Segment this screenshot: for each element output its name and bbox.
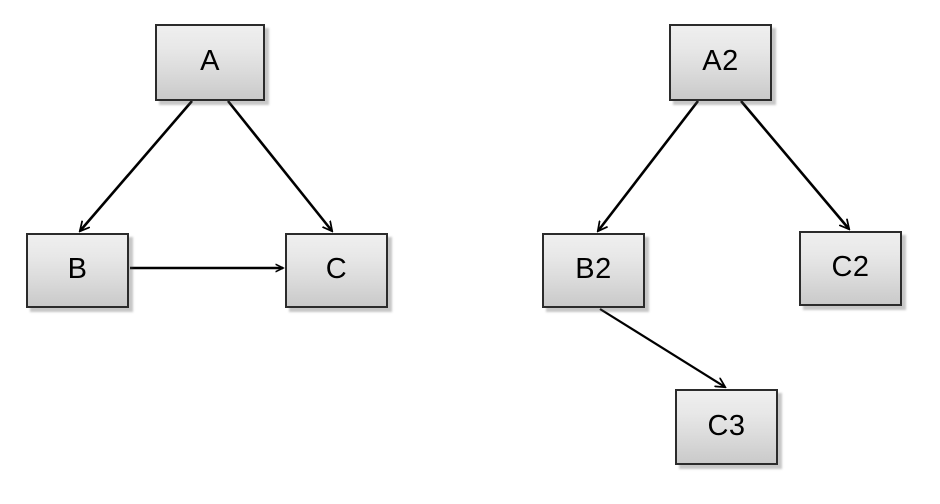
- edge-a-to-c: [226, 100, 332, 231]
- node-a2-label: A2: [702, 45, 739, 77]
- node-a[interactable]: A: [155, 24, 265, 101]
- node-b[interactable]: B: [26, 233, 129, 308]
- edge-a2-to-b2: [598, 100, 700, 231]
- node-c[interactable]: C: [285, 233, 388, 308]
- node-c-label: C: [325, 253, 348, 285]
- edge-a-to-b: [80, 100, 193, 231]
- edge-a2-to-c2: [740, 100, 849, 229]
- node-c2-label: C2: [831, 251, 870, 283]
- node-c3-label: C3: [707, 409, 746, 442]
- node-b2-label: B2: [575, 253, 612, 285]
- node-c3[interactable]: C3: [675, 389, 778, 465]
- node-c2[interactable]: C2: [799, 231, 902, 306]
- edge-b2-to-c3: [599, 308, 725, 387]
- node-a-label: A: [200, 45, 220, 77]
- node-a2[interactable]: A2: [669, 24, 772, 101]
- node-b-label: B: [67, 253, 88, 285]
- node-b2[interactable]: B2: [542, 233, 645, 308]
